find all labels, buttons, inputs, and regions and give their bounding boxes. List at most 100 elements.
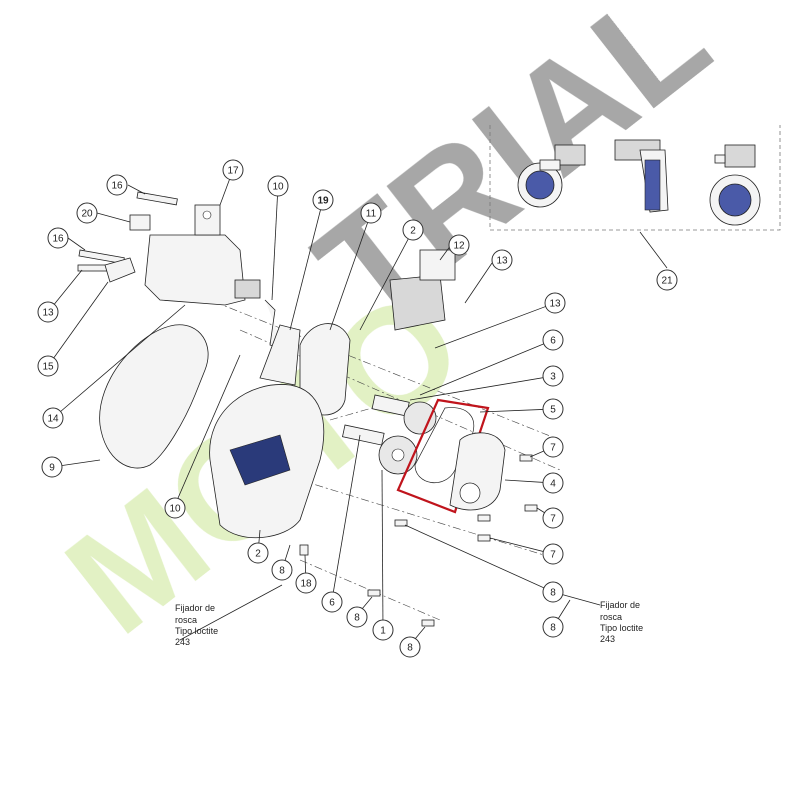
callout-8: 8: [399, 636, 421, 658]
callout-label: 8: [279, 566, 285, 577]
callout-circle: [656, 269, 678, 291]
callout-label: 19: [317, 196, 329, 207]
callout-label: 13: [496, 256, 508, 267]
callout-circle: [542, 329, 564, 351]
callout-label: 9: [49, 463, 55, 474]
callout-7: 7: [542, 436, 564, 458]
note-right-line-3: Tipo loctite: [600, 623, 643, 633]
callout-13: 13: [37, 301, 59, 323]
callout-8: 8: [542, 581, 564, 603]
callout-circle: [42, 407, 64, 429]
callout-circle: [267, 175, 289, 197]
callout-label: 16: [111, 181, 123, 192]
fasteners-left: [77, 191, 178, 283]
gear-cover: [449, 432, 506, 511]
note-right: Fijador de rosca Tipo loctite 243: [600, 600, 643, 644]
callout-circle: [346, 606, 368, 628]
callout-circle: [542, 616, 564, 638]
engine-side-cover: [209, 384, 325, 539]
callout-circle: [41, 456, 63, 478]
callout-circle: [399, 636, 421, 658]
callout-4: 4: [542, 472, 564, 494]
callout-label: 7: [550, 443, 556, 454]
callout-12: 12: [448, 234, 470, 256]
callout-label: 11: [366, 209, 377, 220]
callout-label: 6: [329, 598, 335, 609]
callout-circle: [295, 572, 317, 594]
shafts: [342, 394, 410, 446]
callout-8: 8: [271, 559, 293, 581]
callout-circle: [544, 292, 566, 314]
bolts-right: [299, 454, 538, 627]
note-left-line-1: Fijador de: [175, 603, 215, 613]
callout-circle: [37, 355, 59, 377]
callout-14: 14: [42, 407, 64, 429]
callout-17: 17: [222, 159, 244, 181]
callout-20: 20: [76, 202, 98, 224]
wiring-bracket: [259, 299, 301, 386]
inset-assembly-views: [489, 125, 781, 231]
callout-label: 13: [549, 299, 561, 310]
callout-label: 4: [550, 479, 556, 490]
callout-6: 6: [542, 329, 564, 351]
callout-13: 13: [491, 249, 513, 271]
callout-label: 3: [550, 372, 556, 383]
callout-7: 7: [542, 507, 564, 529]
starter-bracket: [129, 214, 151, 231]
callout-circle: [247, 542, 269, 564]
starter-motor: [129, 204, 261, 306]
note-right-line-1: Fijador de: [600, 600, 640, 610]
callout-circle: [321, 591, 343, 613]
callout-2: 2: [402, 219, 424, 241]
callout-18: 18: [295, 572, 317, 594]
callout-label: 15: [42, 362, 54, 373]
callout-circle: [372, 619, 394, 641]
callout-circle: [542, 365, 564, 387]
callout-label: 14: [47, 414, 59, 425]
callout-circle: [491, 249, 513, 271]
note-left: Fijador de rosca Tipo loctite 243: [175, 603, 218, 647]
callout-9: 9: [41, 456, 63, 478]
callout-circle: [76, 202, 98, 224]
callout-8: 8: [542, 616, 564, 638]
callout-circle: [542, 507, 564, 529]
callout-circle: [47, 227, 69, 249]
callout-label: 1: [380, 626, 386, 637]
callout-2: 2: [247, 542, 269, 564]
callout-16: 16: [106, 174, 128, 196]
callout-circle: [360, 202, 382, 224]
relay-part: [389, 249, 456, 331]
callout-label: 12: [453, 241, 465, 252]
callout-13: 13: [544, 292, 566, 314]
note-left-line-3: Tipo loctite: [175, 626, 218, 636]
callout-label: 18: [300, 579, 312, 590]
callout-circle: [106, 174, 128, 196]
callout-label: 6: [550, 336, 556, 347]
note-left-line-4: 243: [175, 637, 190, 647]
callout-8: 8: [346, 606, 368, 628]
note-left-line-2: rosca: [175, 615, 197, 625]
callout-circle: [402, 219, 424, 241]
note-right-line-2: rosca: [600, 612, 622, 622]
callout-label: 10: [169, 504, 181, 515]
callout-10: 10: [164, 497, 186, 519]
callout-5: 5: [542, 398, 564, 420]
inset-view-left: [517, 144, 586, 208]
watermark-text-2: TRIAL: [286, 0, 737, 355]
callout-label: 2: [410, 226, 416, 237]
callout-label: 8: [354, 613, 360, 624]
callout-circle: [542, 472, 564, 494]
callout-11: 11: [360, 202, 382, 224]
inset-dashed-frame: [489, 125, 781, 231]
callout-label: 8: [550, 623, 556, 634]
watermark: MOTO TRIAL: [36, 0, 737, 665]
callout-6: 6: [321, 591, 343, 613]
callout-label: 7: [550, 550, 556, 561]
callout-circle: [542, 581, 564, 603]
callout-label: 21: [661, 276, 673, 287]
callout-circle: [222, 159, 244, 181]
callout-circle: [542, 543, 564, 565]
callout-15: 15: [37, 355, 59, 377]
